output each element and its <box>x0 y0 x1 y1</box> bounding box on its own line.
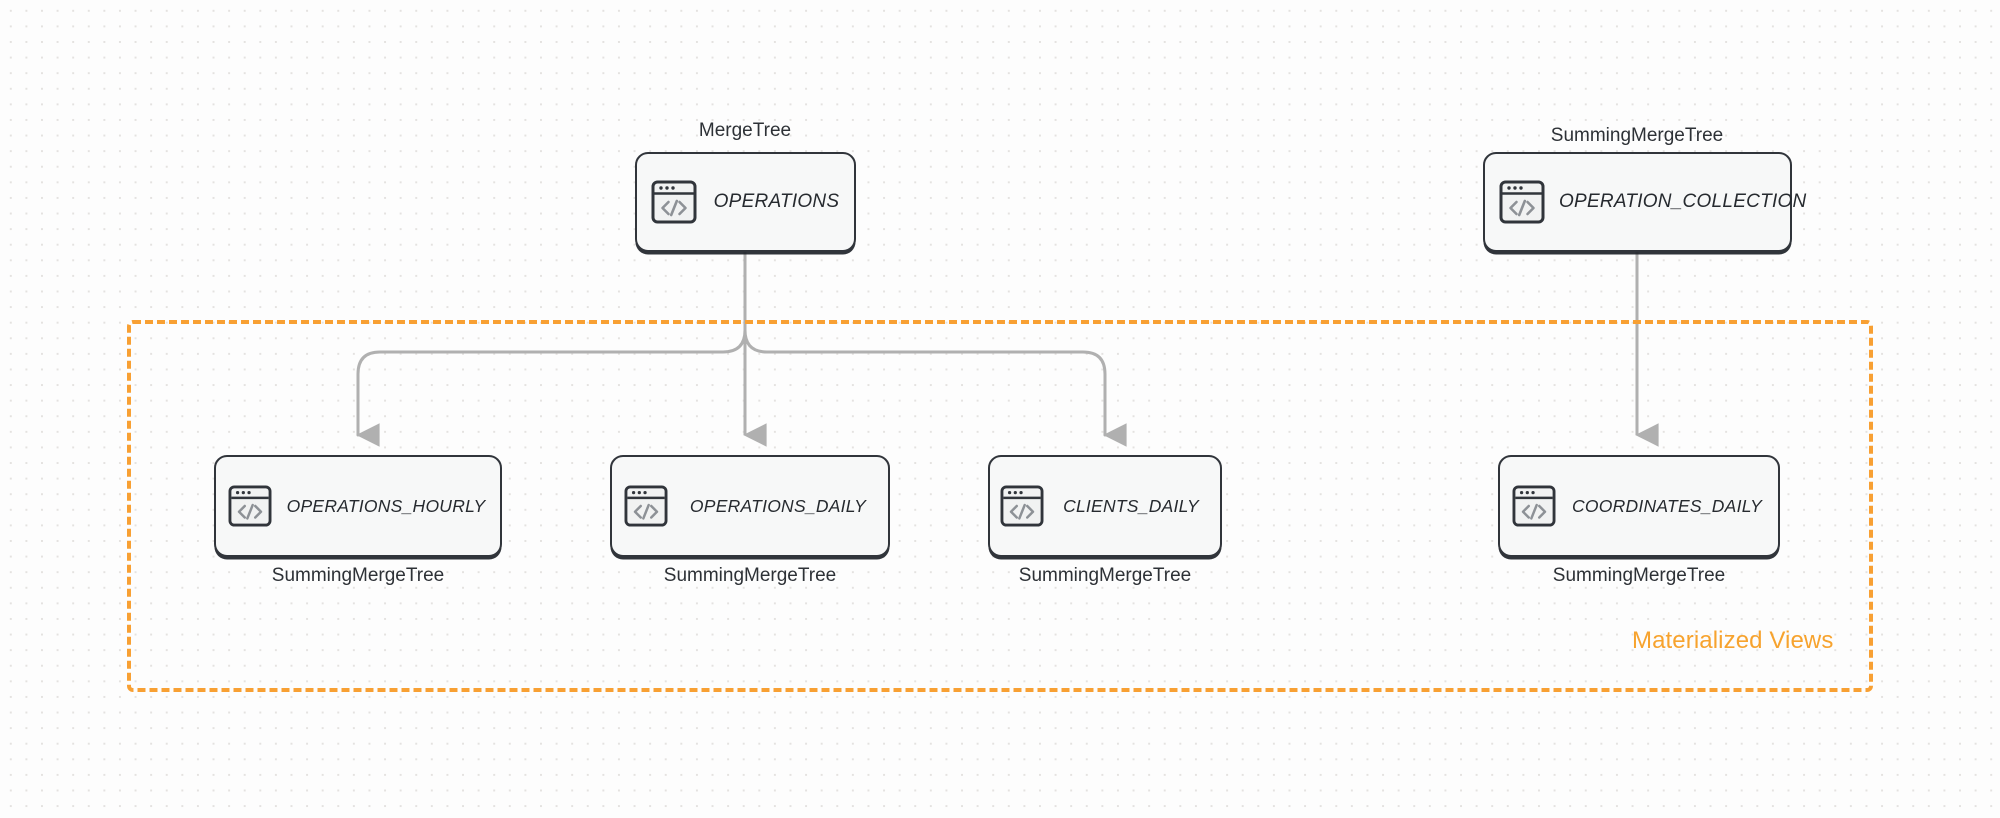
node-operations-hourly[interactable]: OPERATIONS_HOURLY <box>214 455 502 557</box>
node-label-clients-daily: CLIENTS_DAILY <box>1063 495 1199 516</box>
engine-caption-coordinates-daily: SummingMergeTree <box>1552 565 1726 586</box>
code-window-icon <box>1485 180 1559 224</box>
node-label-operation-collection: OPERATION_COLLECTION <box>1559 191 1807 212</box>
code-window-icon <box>990 485 1054 527</box>
engine-caption-clients-daily: SummingMergeTree <box>1018 565 1192 586</box>
code-window-icon <box>612 485 680 527</box>
node-label-operations: OPERATIONS <box>713 191 840 212</box>
node-label-operations-hourly: OPERATIONS_HOURLY <box>286 495 486 516</box>
node-label-coordinates-daily: COORDINATES_DAILY <box>1572 495 1762 516</box>
node-label-operations-daily: OPERATIONS_DAILY <box>689 495 867 516</box>
engine-caption-operation-collection: SummingMergeTree <box>1550 125 1724 146</box>
node-operation-collection[interactable]: OPERATION_COLLECTION <box>1483 152 1806 252</box>
engine-caption-operations-hourly: SummingMergeTree <box>271 565 445 586</box>
code-window-icon <box>216 485 284 527</box>
materialized-views-group <box>127 320 1873 692</box>
code-window-icon <box>1500 485 1568 527</box>
node-operations[interactable]: OPERATIONS <box>635 152 856 252</box>
node-coordinates-daily[interactable]: COORDINATES_DAILY <box>1498 455 1780 557</box>
engine-caption-operations-daily: SummingMergeTree <box>663 565 837 586</box>
code-window-icon <box>637 180 711 224</box>
node-operations-daily[interactable]: OPERATIONS_DAILY <box>610 455 890 557</box>
engine-caption-operations: MergeTree <box>698 120 792 141</box>
materialized-views-label: Materialized Views <box>1632 627 1834 654</box>
node-clients-daily[interactable]: CLIENTS_DAILY <box>988 455 1222 557</box>
